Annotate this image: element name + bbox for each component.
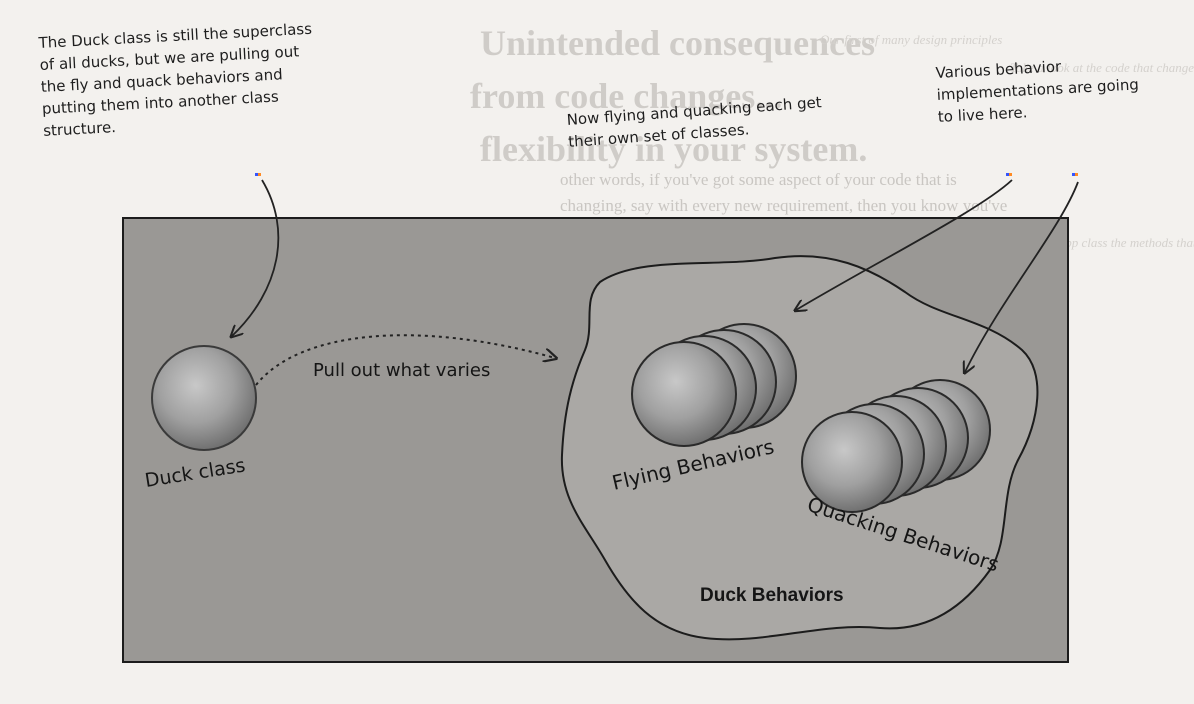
duck-class-sphere: [151, 345, 257, 451]
implementations-annotation: Various behavior implementations are goi…: [935, 57, 1140, 126]
annotation-arrow-left: [232, 179, 280, 336]
flying-behaviors-stack: [631, 323, 797, 447]
superclass-annotation: The Duck class is still the superclass o…: [38, 19, 313, 140]
pull-out-label: Pull out what varies: [313, 360, 490, 381]
quacking-behaviors-stack: [801, 379, 991, 513]
duck-behaviors-label: Duck Behaviors: [700, 585, 844, 606]
pen-tick-marks: [255, 173, 1078, 176]
pull-out-arrow: [255, 334, 555, 386]
annotation-arrow-right: [965, 181, 1079, 372]
annotation-arrow-middle: [796, 179, 1013, 310]
